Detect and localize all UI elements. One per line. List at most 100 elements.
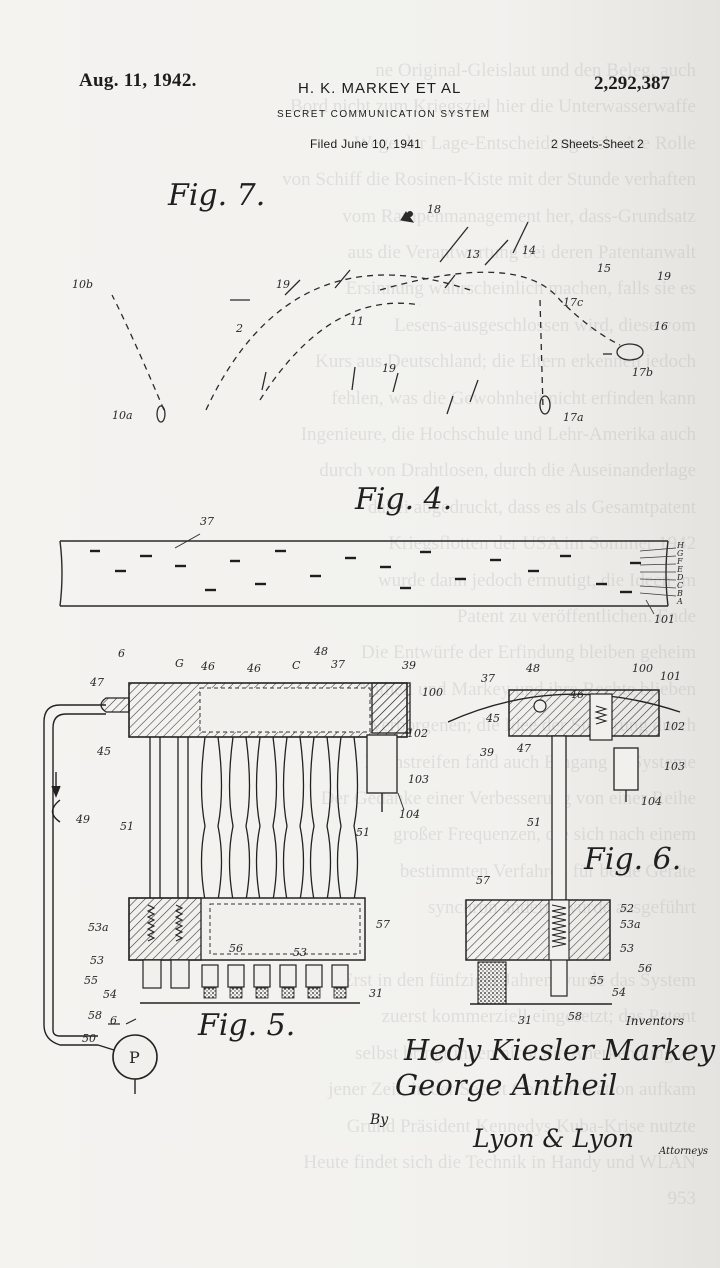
fig5-ref-53a: 53a <box>88 921 109 934</box>
fig4-ref-101: 101 <box>654 613 675 626</box>
attorneys-caption: Attorneys <box>659 1146 709 1157</box>
fig7-trajectory-right <box>379 271 621 346</box>
fig4-ref-E: E <box>677 565 683 574</box>
fig5-ref-G: G <box>175 657 184 670</box>
fig7-ref-10b: 10b <box>72 278 94 291</box>
fig7-ref-16: 16 <box>654 320 668 333</box>
signature-antheil: George Antheil <box>395 1068 618 1102</box>
fig6-switch <box>613 747 639 791</box>
fig7-ref-13: 13 <box>466 248 480 261</box>
fig6-tracker-bar <box>508 689 660 737</box>
fig5-ref-57: 57 <box>376 918 390 931</box>
fig4-ref-D: D <box>677 573 684 582</box>
fig5-ref-104: 104 <box>399 808 420 821</box>
fig6-ref-37: 37 <box>481 672 495 685</box>
fig4-ref-F: F <box>677 557 683 566</box>
fig4-ref-C: C <box>677 581 684 590</box>
inventors-caption: Inventors <box>626 1014 685 1028</box>
fig7-ref-19: 19 <box>276 278 290 291</box>
patent-date: Aug. 11, 1942. <box>79 70 197 91</box>
fig5-ref-37: 37 <box>331 658 345 671</box>
fig5-ref-46b: 46 <box>247 662 261 675</box>
fig5-ref-48: 48 <box>314 645 328 658</box>
fig7-label: Fig. 7. <box>168 178 266 213</box>
fig4-ref-G: G <box>677 549 684 558</box>
fig4-ref-B: B <box>677 589 683 598</box>
fig5-ref-103: 103 <box>408 773 429 786</box>
inventor-names: H. K. MARKEY ET AL <box>298 80 462 97</box>
fig6-ref-52: 52 <box>620 902 634 915</box>
fig5-ref-45: 45 <box>97 745 111 758</box>
fig4-ref-H: H <box>677 541 684 550</box>
filing-date: Filed June 10, 1941 <box>310 137 422 151</box>
fig7-ref-14: 14 <box>522 244 536 257</box>
fig5-ref-100: 100 <box>422 686 443 699</box>
fig6-ref-55: 55 <box>590 974 604 987</box>
sheet-count: 2 Sheets-Sheet 2 <box>551 137 644 151</box>
fig6-ref-100: 100 <box>632 662 653 675</box>
fig5-ref-58: 58 <box>88 1009 102 1022</box>
fig4-ref-37: 37 <box>200 515 214 528</box>
fig6-ref-53a: 53a <box>620 918 641 931</box>
fig5-ref-6b: 6 <box>110 1014 117 1027</box>
fig5-ref-51a: 51 <box>120 820 134 833</box>
fig5-ref-47: 47 <box>90 676 104 689</box>
fig7-ref-17b: 17b <box>632 366 654 379</box>
by-caption: By <box>370 1112 389 1128</box>
fig6-ref-51: 51 <box>527 816 541 829</box>
fig7-ref-18: 18 <box>427 203 441 216</box>
fig6-ref-103: 103 <box>664 760 685 773</box>
fig6-ref-46: 46 <box>570 688 584 701</box>
signature-attorney: Lyon & Lyon <box>473 1124 635 1153</box>
fig6-note-holder <box>477 961 507 1005</box>
fig5-ref-C: C <box>292 659 301 672</box>
fig6-ref-45: 45 <box>486 712 500 725</box>
fig6-label: Fig. 6. <box>584 842 682 877</box>
fig5-label: Fig. 5. <box>198 1008 296 1043</box>
patent-number: 2,292,387 <box>594 73 670 94</box>
fig6-ref-101: 101 <box>660 670 681 683</box>
fig5-ref-54: 54 <box>103 988 117 1001</box>
fig5-ref-46a: 46 <box>201 660 215 673</box>
fig6-ref-58: 58 <box>568 1010 582 1023</box>
fig5-ref-53b: 53 <box>293 946 307 959</box>
fig5-ref-55: 55 <box>84 974 98 987</box>
fig5-ref-102: 102 <box>407 727 428 740</box>
fig6-ref-104: 104 <box>641 795 662 808</box>
fig6-ref-102: 102 <box>664 720 685 733</box>
fig4-label: Fig. 4. <box>355 482 453 517</box>
fig6-ref-53: 53 <box>620 942 634 955</box>
fig6-ref-48: 48 <box>526 662 540 675</box>
patent-title: SECRET COMMUNICATION SYSTEM <box>277 109 491 120</box>
fig7-ref-17a: 17a <box>563 411 584 424</box>
fig5-ref-53c: 53 <box>90 954 104 967</box>
fig4-ref-A: A <box>677 597 683 606</box>
fig6-ref-47: 47 <box>517 742 531 755</box>
fig7-ref-15: 15 <box>597 262 611 275</box>
fig7-ref-11: 11 <box>350 315 364 328</box>
fig5-ref-39: 39 <box>402 659 416 672</box>
fig6-ref-31: 31 <box>518 1014 532 1027</box>
fig7-ref-19b: 19 <box>657 270 671 283</box>
fig5-ref-51b: 51 <box>356 826 370 839</box>
fig6-ref-56: 56 <box>638 962 652 975</box>
fig5-ref-49: 49 <box>76 813 90 826</box>
fig6-valve-block <box>465 899 611 961</box>
fig5-switch-housing <box>366 734 398 794</box>
fig5-air-pipe <box>43 704 106 1046</box>
fig7-ref-19c: 19 <box>382 362 396 375</box>
fig5-pump-label: P <box>129 1048 140 1067</box>
fig5-ref-31: 31 <box>369 987 383 1000</box>
fig6-ref-39: 39 <box>480 746 494 759</box>
fig7-ref-2: 2 <box>236 322 243 335</box>
fig5-ref-56: 56 <box>229 942 243 955</box>
fig5-ref-6: 6 <box>118 647 125 660</box>
fig7-ref-17c: 17c <box>563 296 584 309</box>
signature-markey: Hedy Kiesler Markey <box>404 1033 716 1067</box>
fig6-ref-57: 57 <box>476 874 490 887</box>
